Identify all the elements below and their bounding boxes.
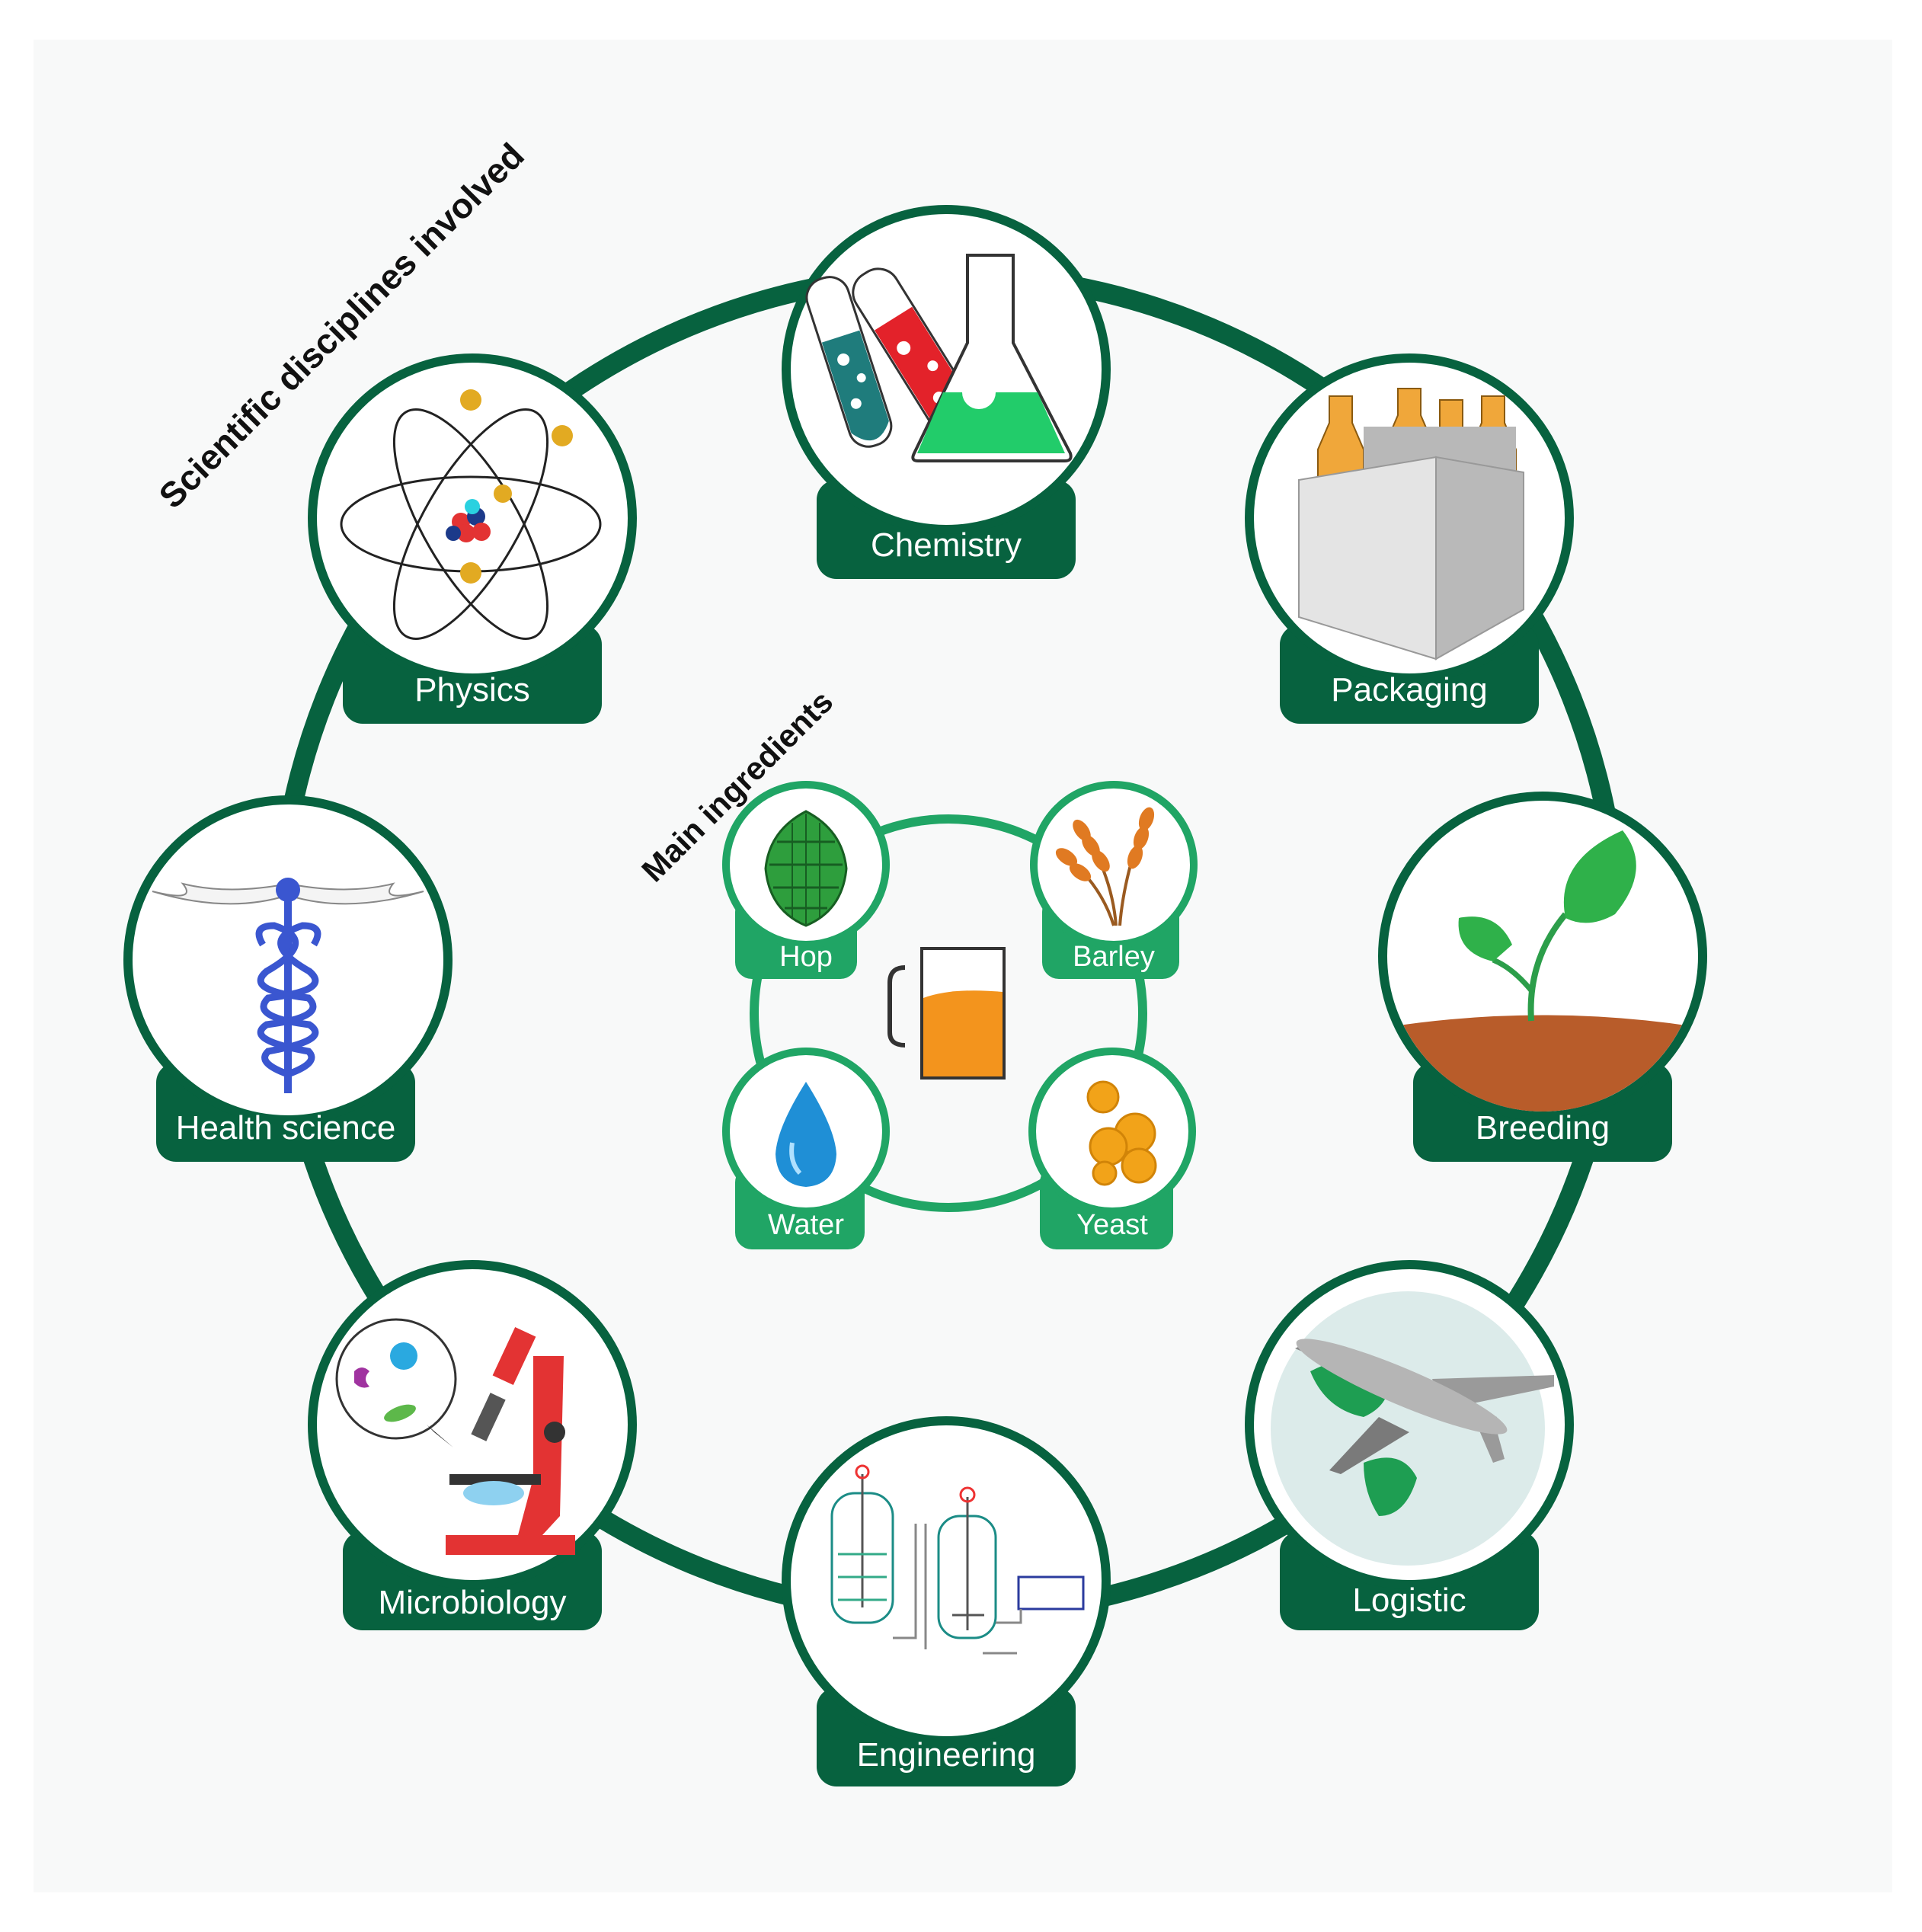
node-microbiology: Microbiology — [308, 1260, 637, 1630]
flask-and-test-tube-icon — [805, 254, 1073, 462]
water-drop-icon — [776, 1082, 836, 1187]
label-packaging: Packaging — [1331, 671, 1487, 709]
bioreactor-icon — [830, 1464, 1085, 1655]
node-packaging: Packaging — [1245, 353, 1574, 724]
node-chemistry: Chemistry — [782, 205, 1111, 579]
node-health: Health science — [123, 795, 453, 1162]
inner-ring — [750, 814, 1147, 1212]
label-yeast: Yeast — [1076, 1209, 1148, 1241]
node-breeding: Breeding — [1378, 792, 1707, 1162]
node-physics: Physics — [308, 353, 637, 724]
label-hop: Hop — [779, 941, 833, 973]
airplane-globe-icon — [1271, 1291, 1554, 1566]
label-breeding: Breeding — [1476, 1109, 1610, 1147]
ingredient-hop: Hop — [722, 781, 890, 979]
atom-icon — [340, 389, 602, 640]
node-engineering: Engineering — [782, 1416, 1111, 1786]
yeast-cells-icon — [1086, 1080, 1157, 1186]
label-barley: Barley — [1073, 941, 1155, 973]
label-water: Water — [768, 1209, 844, 1241]
hop-cone-icon — [764, 810, 848, 927]
ingredient-yeast: Yeast — [1028, 1048, 1196, 1249]
label-engineering: Engineering — [857, 1736, 1036, 1774]
caduceus-icon — [152, 878, 424, 1093]
ingredient-barley: Barley — [1030, 781, 1198, 979]
microscope-icon — [335, 1318, 575, 1555]
label-physics: Physics — [414, 671, 530, 709]
label-microbiology: Microbiology — [379, 1584, 567, 1621]
barley-icon — [1055, 807, 1155, 926]
label-health: Health science — [176, 1109, 396, 1147]
label-chemistry: Chemistry — [871, 526, 1022, 564]
label-logistic: Logistic — [1352, 1582, 1466, 1619]
beer-mug-icon — [887, 947, 1006, 1080]
bottle-carrier-icon — [1298, 388, 1524, 661]
node-logistic: Logistic — [1245, 1260, 1574, 1630]
ingredient-water: Water — [722, 1048, 890, 1249]
